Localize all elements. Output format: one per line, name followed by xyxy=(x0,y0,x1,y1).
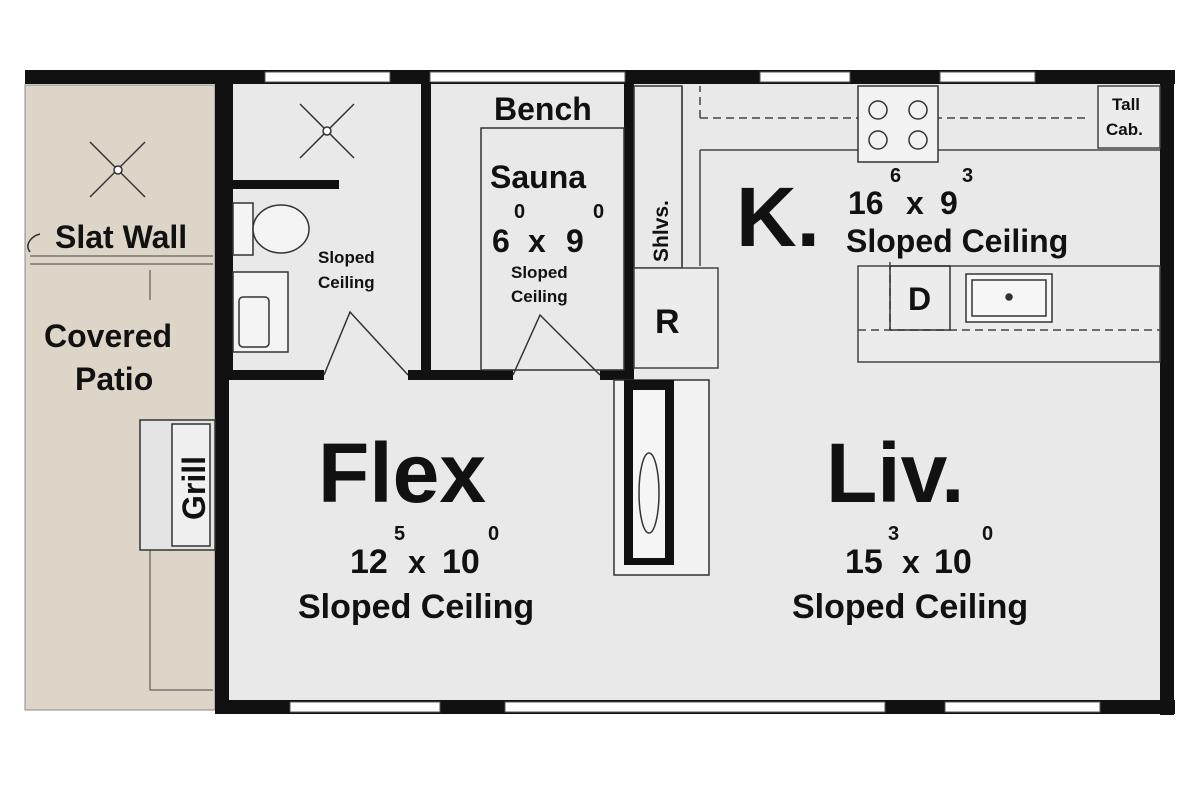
flex-width-inches: 5 xyxy=(394,523,405,545)
kitchen-width-inches: 6 xyxy=(890,165,901,187)
flex-times: x xyxy=(408,544,426,580)
kitchen-ceiling: Sloped Ceiling xyxy=(846,223,1068,259)
slat-wall-icon xyxy=(27,233,213,265)
flex-depth-inches: 0 xyxy=(488,523,499,545)
interior-walls xyxy=(229,82,634,380)
flex-room-label: Flex xyxy=(318,426,486,520)
tall-cabinet-label-2: Cab. xyxy=(1106,120,1143,139)
sauna-width-inches: 0 xyxy=(514,201,525,223)
patio-label-2: Patio xyxy=(75,361,153,397)
shelves-label: Shlvs. xyxy=(650,200,673,262)
flex-ceiling: Sloped Ceiling xyxy=(298,588,534,626)
living-width: 15 xyxy=(845,543,883,581)
kitchen-width: 16 xyxy=(848,185,884,221)
living-width-inches: 3 xyxy=(888,523,899,545)
patio-label-1: Covered xyxy=(44,318,172,354)
grill-label: Grill xyxy=(176,456,212,520)
flex-width: 12 xyxy=(350,543,388,581)
kitchen-times: x xyxy=(906,185,924,221)
ceiling-fan-icon xyxy=(89,103,355,198)
dishwasher-label: D xyxy=(908,281,931,317)
living-ceiling: Sloped Ceiling xyxy=(792,588,1028,626)
kitchen-label: K. xyxy=(736,170,820,264)
refrigerator-label: R xyxy=(655,303,680,341)
patio-floor xyxy=(24,84,216,711)
door-swings xyxy=(323,310,601,376)
sauna-times: x xyxy=(528,223,546,259)
sauna-width: 6 xyxy=(492,223,510,259)
fireplace xyxy=(613,379,710,576)
living-depth: 10 xyxy=(934,543,972,581)
windows xyxy=(264,71,1101,713)
bath-ceiling-1: Sloped xyxy=(318,248,375,267)
sauna-ceiling-1: Sloped xyxy=(511,263,568,282)
dishwasher-box xyxy=(889,265,951,331)
living-times: x xyxy=(902,544,920,580)
bench-label: Bench xyxy=(494,91,592,127)
slat-wall-label: Slat Wall xyxy=(55,219,187,255)
bathroom-fixtures xyxy=(232,202,310,353)
kitchen-depth: 9 xyxy=(940,185,958,221)
living-room-label: Liv. xyxy=(826,426,964,520)
sauna-depth: 9 xyxy=(566,223,584,259)
range-icon xyxy=(857,85,939,163)
flex-depth: 10 xyxy=(442,543,480,581)
bath-ceiling-2: Ceiling xyxy=(318,273,375,292)
kitchen-depth-inches: 3 xyxy=(962,165,973,187)
sauna-depth-inches: 0 xyxy=(593,201,604,223)
sauna-label: Sauna xyxy=(490,159,586,195)
sink-icon xyxy=(965,273,1053,323)
grill-icon xyxy=(139,419,216,551)
living-depth-inches: 0 xyxy=(982,523,993,545)
sauna-ceiling-2: Ceiling xyxy=(511,287,568,306)
tall-cabinet-label-1: Tall xyxy=(1112,95,1140,114)
patio-lines xyxy=(149,270,213,691)
